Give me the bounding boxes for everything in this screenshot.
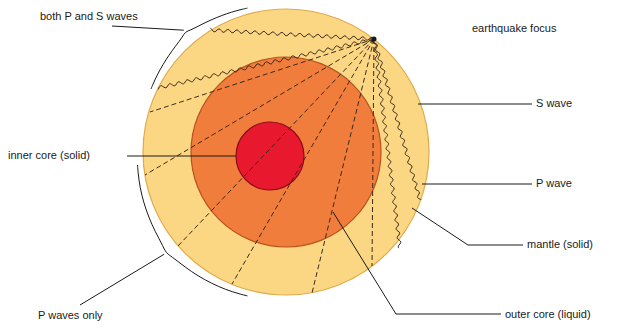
leader-line — [127, 156, 236, 157]
p-wave-ray — [145, 39, 374, 175]
p-wave-ray — [232, 39, 374, 284]
brackets — [80, 8, 247, 305]
label-text: S wave — [536, 97, 572, 110]
focus-point — [372, 37, 377, 42]
p-wave-ray — [150, 39, 374, 112]
inner-core-layer — [236, 122, 304, 190]
bracket — [151, 8, 247, 89]
leader-line — [412, 208, 523, 245]
bracket-leader — [112, 26, 184, 30]
label-text: inner core (solid) — [8, 149, 90, 162]
p-wave-ray — [312, 39, 374, 293]
mantle-layer — [143, 9, 429, 295]
label-text: outer core (liquid) — [505, 308, 591, 321]
s-wave-ray — [158, 38, 374, 89]
leader-line — [418, 104, 532, 105]
label-text: earthquake focus — [472, 22, 556, 35]
leader-lines — [127, 104, 532, 314]
label-text: P wave — [536, 177, 572, 190]
label-text: P waves only — [38, 309, 103, 322]
p-wave-ray — [178, 39, 374, 246]
label-text: both P and S waves — [40, 10, 138, 23]
s-wave-ray — [373, 39, 421, 200]
leader-line — [333, 212, 501, 314]
wave-paths — [145, 28, 421, 293]
bracket — [138, 165, 248, 296]
outer-core-layer — [191, 57, 381, 247]
p-wave-ray — [372, 39, 374, 266]
label-text: mantle (solid) — [527, 238, 593, 251]
bracket-leader — [80, 254, 164, 305]
leader-line — [422, 184, 532, 185]
s-wave-ray — [210, 28, 374, 40]
s-wave-ray — [373, 39, 401, 248]
